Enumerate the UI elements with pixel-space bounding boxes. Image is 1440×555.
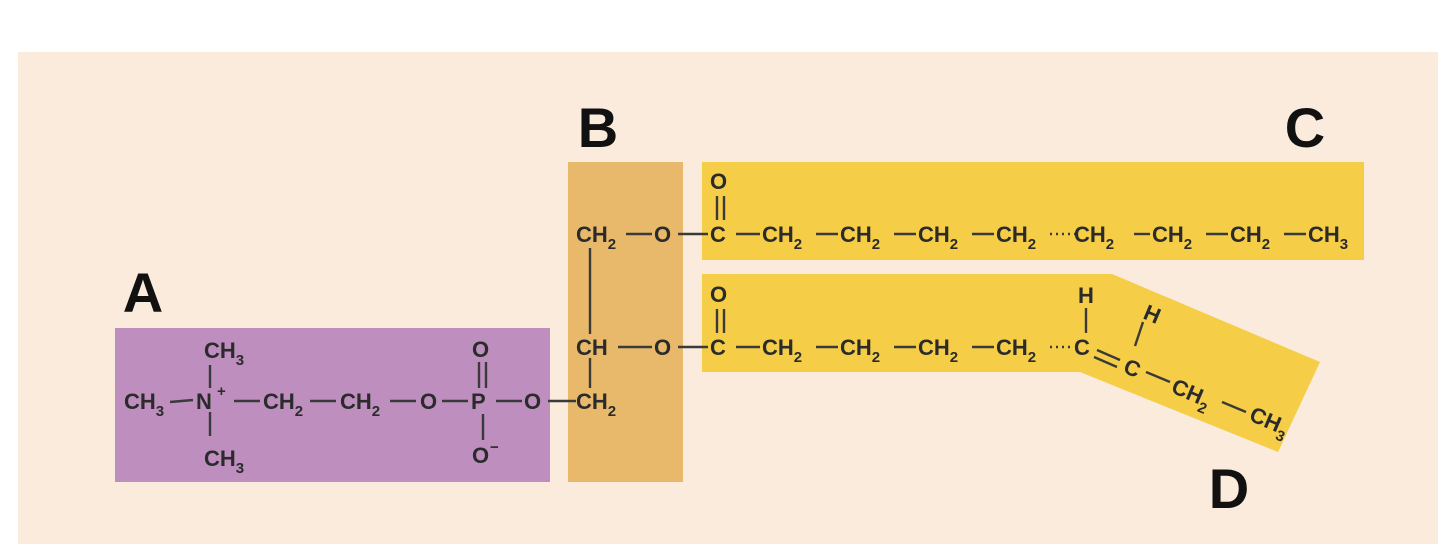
region-d-unsaturated-chain: [702, 274, 1320, 452]
choline-oxygen: O: [420, 389, 437, 414]
label-d: D: [1209, 457, 1249, 520]
chain-d-alkene-hydrogen-1: H: [1078, 283, 1094, 308]
chain-c-carbonyl-carbon: C: [710, 222, 726, 247]
region-b-glycerol: [568, 162, 683, 482]
label-c: C: [1285, 96, 1325, 159]
phosphate-oxygen-anion: O: [472, 443, 489, 468]
chain-d-ester-oxygen: O: [654, 335, 671, 360]
label-a: A: [123, 261, 163, 324]
phosphorus: P: [471, 389, 486, 414]
bonds: [169, 196, 1306, 440]
chain-d-carbonyl-oxygen: O: [710, 282, 727, 307]
chain-c-carbonyl-oxygen: O: [710, 169, 727, 194]
glycerol-ch-middle: CH: [576, 335, 608, 360]
phosphate-negative-charge: −: [490, 439, 499, 456]
chain-d-alkene-carbon-1: C: [1074, 335, 1090, 360]
phosphate-oxygen-double: O: [472, 337, 489, 362]
choline-nitrogen-charge: +: [217, 383, 226, 400]
phosphate-bridge-oxygen: O: [524, 389, 541, 414]
chain-c-ester-oxygen: O: [654, 222, 671, 247]
choline-nitrogen: N: [196, 389, 212, 414]
chain-d-carbonyl-carbon: C: [710, 335, 726, 360]
region-a-headgroup: [115, 328, 550, 482]
label-b: B: [578, 96, 618, 159]
region-c-saturated-chain: [702, 162, 1364, 260]
